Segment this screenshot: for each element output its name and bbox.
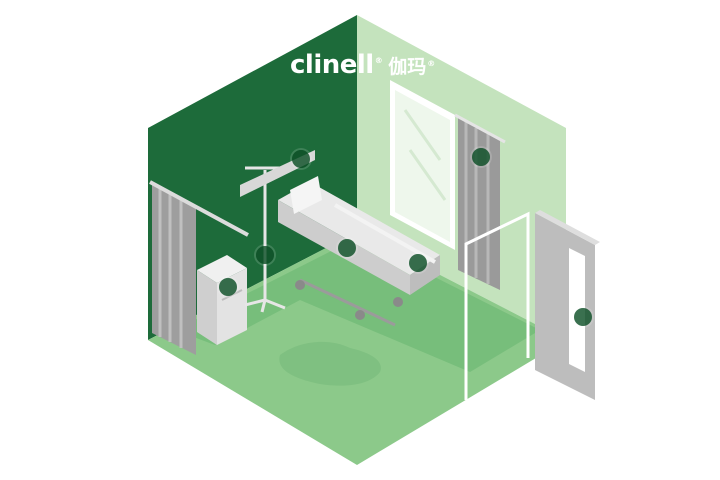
door-frame xyxy=(464,211,530,400)
hotspot-drip-stand-base[interactable] xyxy=(256,246,274,264)
privacy-curtain xyxy=(149,180,249,355)
hotspot-door-handle[interactable] xyxy=(574,308,592,326)
floor-shade xyxy=(175,238,540,372)
brand-logo: clinell® 伽玛® xyxy=(290,50,435,80)
window xyxy=(390,80,455,250)
bedside-cabinet xyxy=(197,255,247,345)
window-curtain xyxy=(454,113,506,290)
left-wall xyxy=(148,15,357,340)
hotspot-bed-footboard[interactable] xyxy=(409,254,427,272)
brand-cjk-wordmark: 伽玛® xyxy=(388,56,436,78)
drip-stand xyxy=(244,166,286,313)
door xyxy=(535,210,600,400)
floor xyxy=(148,232,566,465)
hotspot-bed-rail[interactable] xyxy=(338,239,356,257)
floor-spill xyxy=(279,341,381,386)
brand-wordmark: clinell® xyxy=(290,50,383,80)
hotspot-drip-stand-top[interactable] xyxy=(292,150,310,168)
hotspot-bedside-cabinet[interactable] xyxy=(219,278,237,296)
hotspot-curtain-right-window[interactable] xyxy=(472,148,490,166)
